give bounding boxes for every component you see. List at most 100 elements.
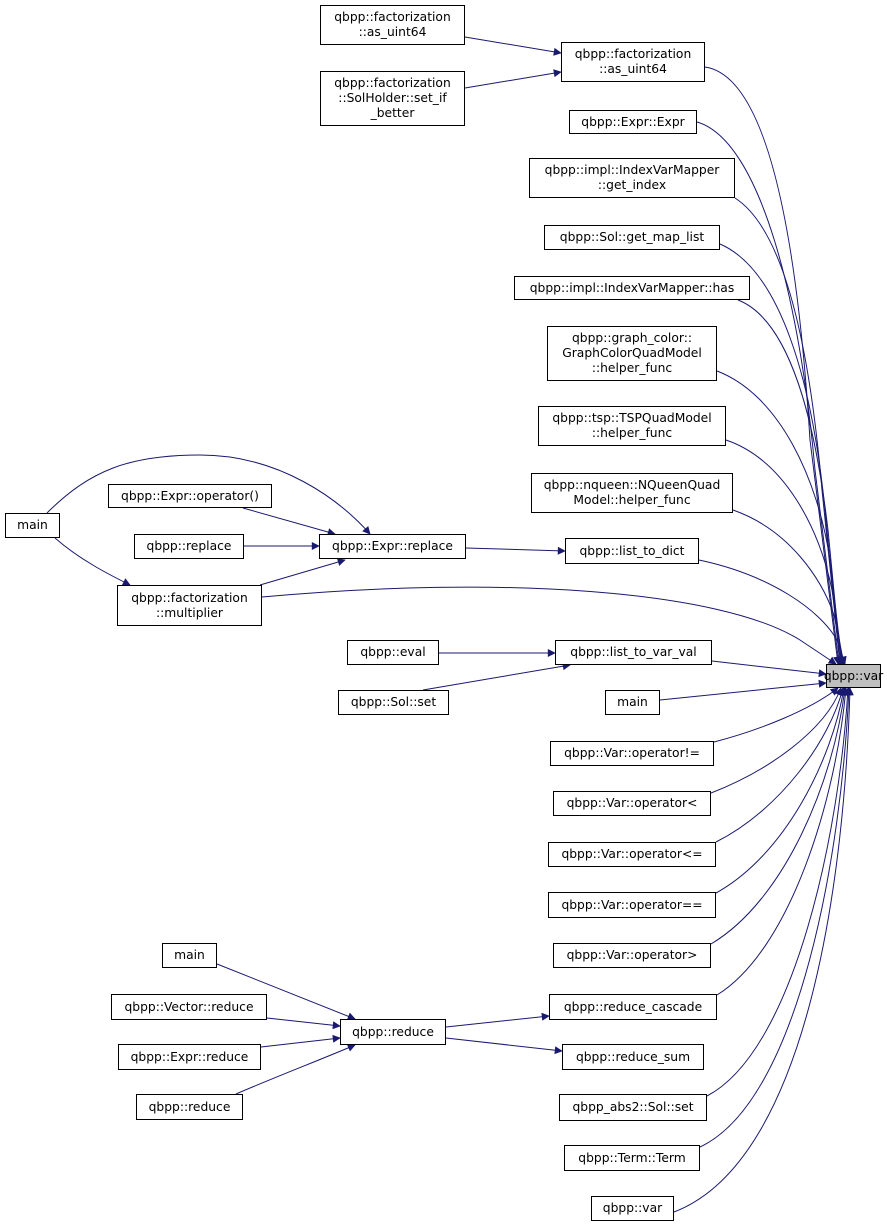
node-label-line: ::as_uint64 (358, 25, 427, 39)
node-term-term[interactable]: qbpp::Term::Term (564, 1145, 700, 1171)
node-sol-set[interactable]: qbpp::Sol::set (338, 690, 449, 715)
edge-expr_expr-to-var_main (696, 121, 843, 665)
edge-fact_as_uint64_b-to-var_main (704, 66, 842, 665)
node-label-line: qbpp::reduce_sum (575, 1049, 691, 1064)
node-label-line: qbpp::Term::Term (578, 1150, 686, 1165)
node-graph-color-helper[interactable]: qbpp::graph_color::GraphColorQuadModel::… (547, 326, 717, 381)
node-var-op-le[interactable]: qbpp::Var::operator<= (548, 842, 716, 867)
node-var-op-eq[interactable]: qbpp::Var::operator== (548, 892, 716, 918)
edge-fact_multiplier-to-expr_replace (259, 558, 346, 586)
node-var-op-ne[interactable]: qbpp::Var::operator!= (550, 741, 714, 766)
node-label-line: _better (370, 105, 415, 120)
edge-term_term-to-var_main (699, 687, 853, 1148)
node-label-line: ::as_uint64 (599, 62, 667, 76)
node-label-line: qbpp::Expr::reduce (130, 1049, 249, 1064)
edge-graph_color_helper-to-var_main (716, 370, 846, 665)
edge-list_to_var_val-to-var_main (711, 660, 827, 678)
edge-var_caller-to-var_main (673, 687, 854, 1213)
node-expr-expr[interactable]: qbpp::Expr::Expr (569, 110, 697, 134)
node-label-line: qbpp::Sol::get_map_list (559, 230, 705, 245)
node-reduce-cascade[interactable]: qbpp::reduce_cascade (549, 994, 717, 1020)
node-label-line: ::multiplier (156, 605, 223, 620)
node-fact-solholder[interactable]: qbpp::factorization::SolHolder::set_if_b… (320, 71, 465, 126)
edge-expr_operator_call-to-expr_replace (242, 507, 336, 536)
node-list-to-var-val[interactable]: qbpp::list_to_var_val (555, 640, 712, 665)
node-label-line: qbpp::Var::operator< (566, 796, 698, 811)
edge-main_left-to-expr_replace (46, 454, 371, 535)
node-label-line: qbpp::graph_color:: (571, 331, 692, 346)
node-fact-as-uint64-a[interactable]: qbpp::factorization::as_uint64 (320, 5, 465, 45)
node-expr-operator-call[interactable]: qbpp::Expr::operator() (108, 484, 272, 508)
node-label-line: qbpp::reduce_cascade (563, 999, 703, 1014)
edge-abs2_sol_set-to-var_main (706, 687, 852, 1097)
node-ivm-has[interactable]: qbpp::impl::IndexVarMapper::has (514, 276, 750, 300)
edge-var_op_gt-to-var_main (710, 687, 849, 945)
edge-reduce_center-to-reduce_cascade (445, 1012, 550, 1028)
edge-sol_get_map_list-to-var_main (719, 243, 844, 665)
edge-fact_solholder-to-fact_as_uint64_b (464, 69, 562, 89)
node-eval-fn[interactable]: qbpp::eval (347, 640, 439, 665)
node-label-line: qbpp::Var::operator<= (561, 847, 703, 862)
node-fact-multiplier[interactable]: qbpp::factorization::multiplier (117, 585, 262, 626)
node-expr-replace[interactable]: qbpp::Expr::replace (319, 534, 466, 559)
node-label-line: qbpp::factorization (131, 590, 248, 605)
node-label-line: ::helper_func (591, 360, 673, 375)
node-label-line: qbpp_abs2::Sol::set (572, 1100, 694, 1115)
edge-var_op_ne-to-var_main (713, 687, 839, 743)
node-label-line: ::get_index (597, 178, 667, 192)
edge-fact_multiplier-to-var_main (261, 586, 837, 665)
edge-var_op_eq-to-var_main (715, 687, 847, 894)
node-label-line: qbpp::Var::operator!= (564, 746, 700, 761)
edge-main_bottom-to-reduce_center (216, 963, 356, 1021)
edge-list_to_dict-to-var_main (698, 559, 847, 665)
node-label-line: qbpp::eval (360, 645, 426, 660)
node-main-bottom[interactable]: main (162, 943, 217, 968)
edge-ivm_has-to-var_main (737, 299, 845, 665)
node-fact-as-uint64-b[interactable]: qbpp::factorization::as_uint64 (561, 42, 705, 82)
edge-main_mid-to-var_main (659, 679, 827, 701)
node-label-line: qbpp::impl::IndexVarMapper::has (529, 280, 735, 295)
node-main-left[interactable]: main (5, 513, 60, 538)
node-list-to-dict[interactable]: qbpp::list_to_dict (565, 538, 699, 564)
edge-vector_reduce-to-reduce_center (266, 1017, 341, 1030)
edge-expr_reduce-to-reduce_center (260, 1034, 341, 1048)
node-reduce-center[interactable]: qbpp::reduce (340, 1019, 446, 1045)
node-replace-fn[interactable]: qbpp::replace (134, 534, 244, 559)
node-var-op-gt[interactable]: qbpp::Var::operator> (553, 943, 711, 968)
node-label-line: main (174, 948, 205, 963)
node-vector-reduce[interactable]: qbpp::Vector::reduce (111, 994, 267, 1020)
node-ivm-get-index[interactable]: qbpp::impl::IndexVarMapper::get_index (529, 158, 735, 198)
node-label-line: main (17, 518, 48, 533)
node-expr-reduce[interactable]: qbpp::Expr::reduce (118, 1044, 261, 1070)
node-sol-get-map-list[interactable]: qbpp::Sol::get_map_list (544, 225, 720, 250)
node-label-line: qbpp::reduce (148, 1099, 231, 1114)
node-var-op-lt[interactable]: qbpp::Var::operator< (553, 791, 711, 816)
node-label-line: qbpp::nqueen::NQueenQuad (543, 478, 721, 493)
node-label-line: qbpp::Var::operator== (561, 897, 703, 912)
node-label-line: qbpp::var (602, 1201, 663, 1216)
node-label-line: qbpp::var (823, 668, 884, 683)
node-var-main: qbpp::var (823, 664, 884, 688)
node-main-mid[interactable]: main (605, 690, 660, 715)
node-label-line: GraphColorQuadModel (562, 346, 702, 361)
node-label-line: qbpp::factorization (334, 10, 451, 25)
edge-nqueen_helper-to-var_main (732, 509, 847, 665)
node-label-line: qbpp::impl::IndexVarMapper (544, 163, 720, 178)
node-reduce-left[interactable]: qbpp::reduce (136, 1094, 243, 1120)
node-label-line: main (617, 695, 648, 710)
node-reduce-sum[interactable]: qbpp::reduce_sum (562, 1044, 704, 1070)
edge-main_left-to-fact_multiplier (54, 537, 131, 586)
node-label-line: qbpp::factorization (334, 76, 451, 91)
node-var-caller[interactable]: qbpp::var (591, 1196, 674, 1221)
edge-expr_replace-to-list_to_dict (465, 546, 566, 555)
node-label-line: qbpp::Expr::replace (332, 539, 453, 554)
node-label-line: qbpp::Expr::Expr (581, 114, 685, 129)
node-label-line: qbpp::Var::operator> (566, 948, 698, 963)
node-abs2-sol-set[interactable]: qbpp_abs2::Sol::set (559, 1094, 707, 1121)
node-tsp-helper[interactable]: qbpp::tsp::TSPQuadModel::helper_func (538, 406, 726, 446)
node-label-line: ::helper_func (591, 426, 673, 440)
node-label-line: qbpp::factorization (574, 47, 692, 62)
edge-reduce_center-to-reduce_sum (445, 1037, 563, 1055)
